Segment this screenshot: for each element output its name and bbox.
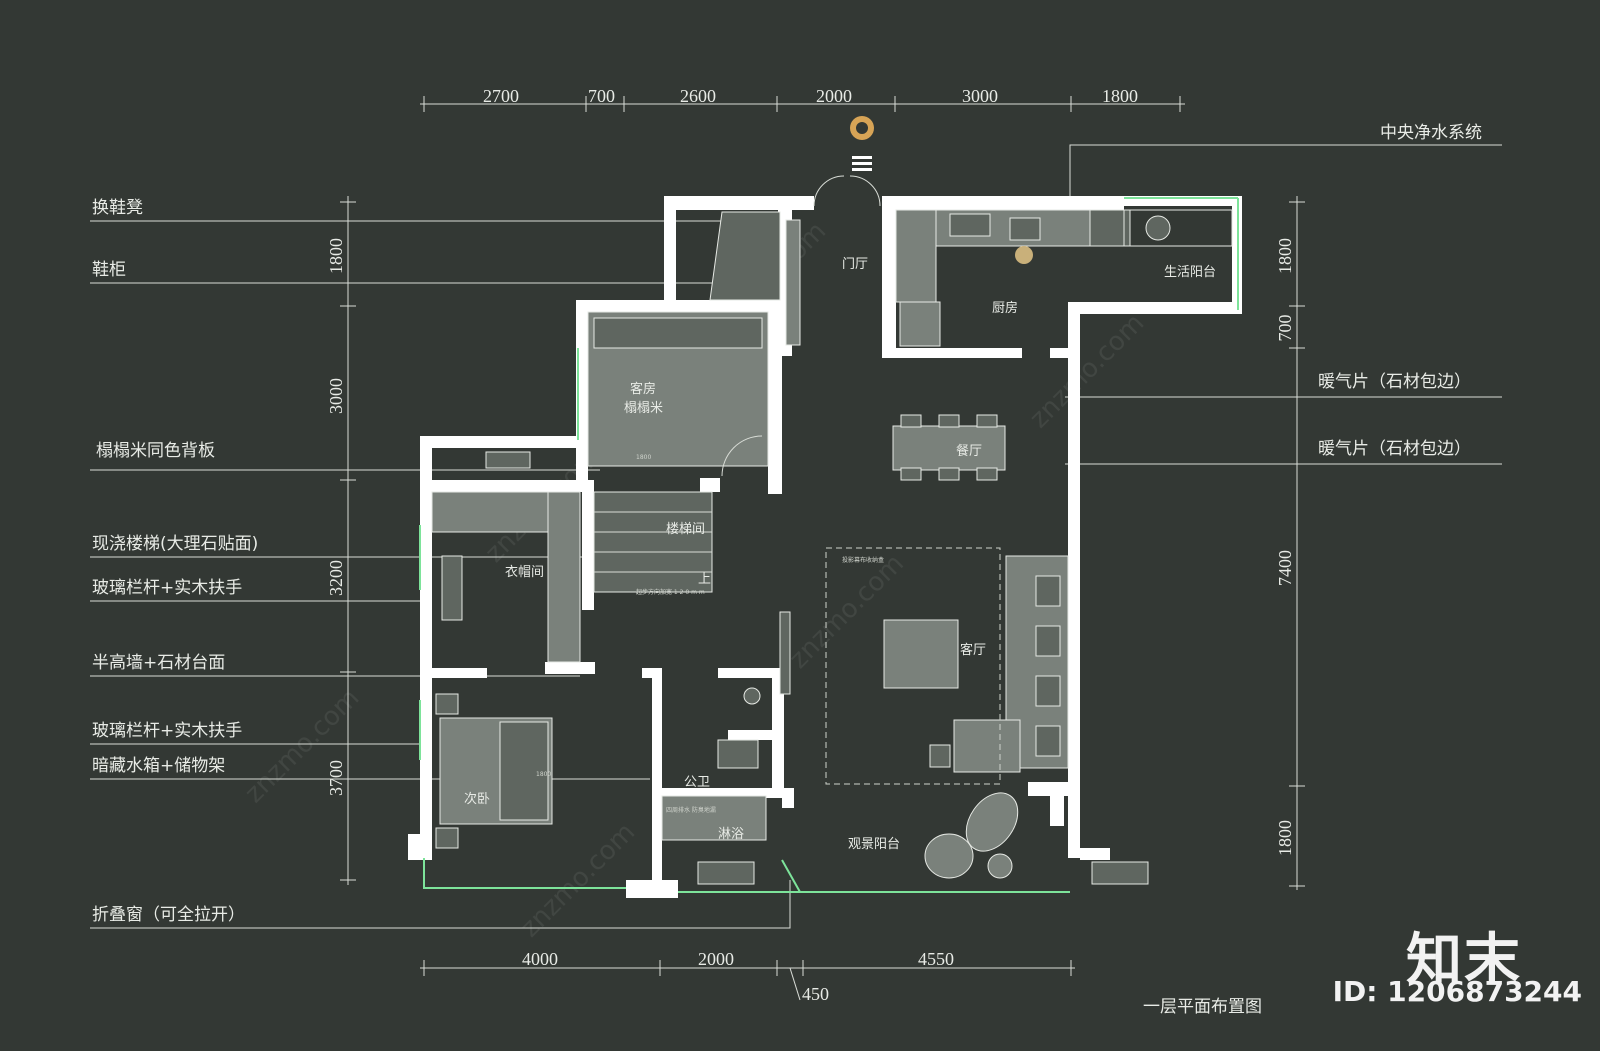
dim-label: 700 xyxy=(588,86,615,106)
person-icon xyxy=(850,116,874,171)
room-bath: 公卫 xyxy=(684,775,710,790)
dim-label: 3000 xyxy=(326,378,346,414)
dim-label: 4000 xyxy=(522,949,558,969)
dim-label: 2000 xyxy=(816,86,852,106)
furniture xyxy=(431,175,1233,885)
callouts-left: 换鞋凳 鞋柜 榻榻米同色背板 现浇楼梯(大理石贴面) 玻璃栏杆+实木扶手 半高墙… xyxy=(90,198,791,929)
callout-cast-stair: 现浇楼梯(大理石贴面) xyxy=(92,534,258,554)
callout-radiator: 暖气片（石材包边） xyxy=(1318,439,1471,459)
room-second-bedroom: 次卧 xyxy=(464,791,490,807)
room-guest: 客房 xyxy=(630,381,656,397)
watermark-text: znzmo.com xyxy=(515,817,641,943)
dimension-chain-bottom: 4000 2000 4550 450 xyxy=(420,949,1075,1004)
dim-label: 450 xyxy=(802,984,829,1004)
callouts-right: 中央净水系统 暖气片（石材包边） 暖气片（石材包边） xyxy=(1065,123,1502,465)
plan-title: 一层平面布置图 xyxy=(1143,997,1262,1017)
room-dining: 餐厅 xyxy=(956,443,982,459)
callout-half-wall: 半高墙+石材台面 xyxy=(92,653,225,673)
room-labels: 门厅 厨房 生活阳台 客房 榻榻米 1800 餐厅 楼梯间 上 起步方向加宽 1… xyxy=(464,257,1216,852)
callout-tatami-backboard: 榻榻米同色背板 xyxy=(96,441,215,461)
dim-label: 7400 xyxy=(1275,550,1295,586)
dim-label: 1800 xyxy=(1102,86,1138,106)
watermark-text: znzmo.com xyxy=(1024,308,1150,434)
dimension-chain-top: 2700 700 2600 2000 3000 1800 xyxy=(420,86,1185,112)
room-stair: 楼梯间 xyxy=(666,522,705,537)
callout-folding-window: 折叠窗（可全拉开） xyxy=(92,905,245,925)
stair-note: 起步方向加宽 1 2 0 m m xyxy=(636,588,705,596)
dim-label: 700 xyxy=(1275,315,1295,342)
room-tatami: 榻榻米 xyxy=(624,401,663,416)
callout-hidden-tank: 暗藏水箱+储物架 xyxy=(92,756,225,776)
dim-label: 1800 xyxy=(1275,238,1295,274)
callout-shoe-bench: 换鞋凳 xyxy=(92,198,143,218)
room-shower: 淋浴 xyxy=(718,827,744,842)
room-view-balcony: 观景阳台 xyxy=(848,837,900,852)
watermark-text: znzmo.com xyxy=(239,683,365,809)
dim-label: 2600 xyxy=(680,86,716,106)
room-utility-balcony: 生活阳台 xyxy=(1164,265,1216,280)
dim-label: 4550 xyxy=(918,949,954,969)
callout-glass-railing: 玻璃栏杆+实木扶手 xyxy=(92,721,242,741)
callout-water-system: 中央净水系统 xyxy=(1380,123,1482,143)
dim-label: 2000 xyxy=(698,949,734,969)
dim-label: 1800 xyxy=(1275,820,1295,856)
bed-length-note: 1800 xyxy=(536,771,551,778)
callout-shoe-cabinet: 鞋柜 xyxy=(92,260,126,280)
callout-glass-railing: 玻璃栏杆+实木扶手 xyxy=(92,578,242,598)
image-id-label: ID: 1206873244 xyxy=(1332,975,1582,1008)
room-living: 客厅 xyxy=(960,642,986,658)
living-note: 投影幕布收纳盒 xyxy=(842,556,884,564)
tatami-width-note: 1800 xyxy=(636,454,651,461)
room-wardrobe: 衣帽间 xyxy=(505,564,544,580)
dim-label: 2700 xyxy=(483,86,519,106)
dimension-chain-left: 1800 3000 3200 3700 xyxy=(326,196,356,885)
dim-label: 3000 xyxy=(962,86,998,106)
brand-logo: 知末 xyxy=(1406,928,1522,993)
dimension-chain-right: 1800 700 7400 1800 xyxy=(1275,196,1305,890)
room-entry: 门厅 xyxy=(842,257,868,272)
room-kitchen: 厨房 xyxy=(992,300,1018,316)
stair-up-label: 上 xyxy=(698,572,711,587)
dim-label: 1800 xyxy=(326,238,346,274)
callout-radiator: 暖气片（石材包边） xyxy=(1318,372,1471,392)
glazing xyxy=(419,197,1239,893)
dim-label: 3700 xyxy=(326,760,346,796)
dim-label: 3200 xyxy=(326,560,346,596)
drain-note: 四周排水 防臭地漏 xyxy=(666,806,716,814)
walls xyxy=(408,196,1242,898)
